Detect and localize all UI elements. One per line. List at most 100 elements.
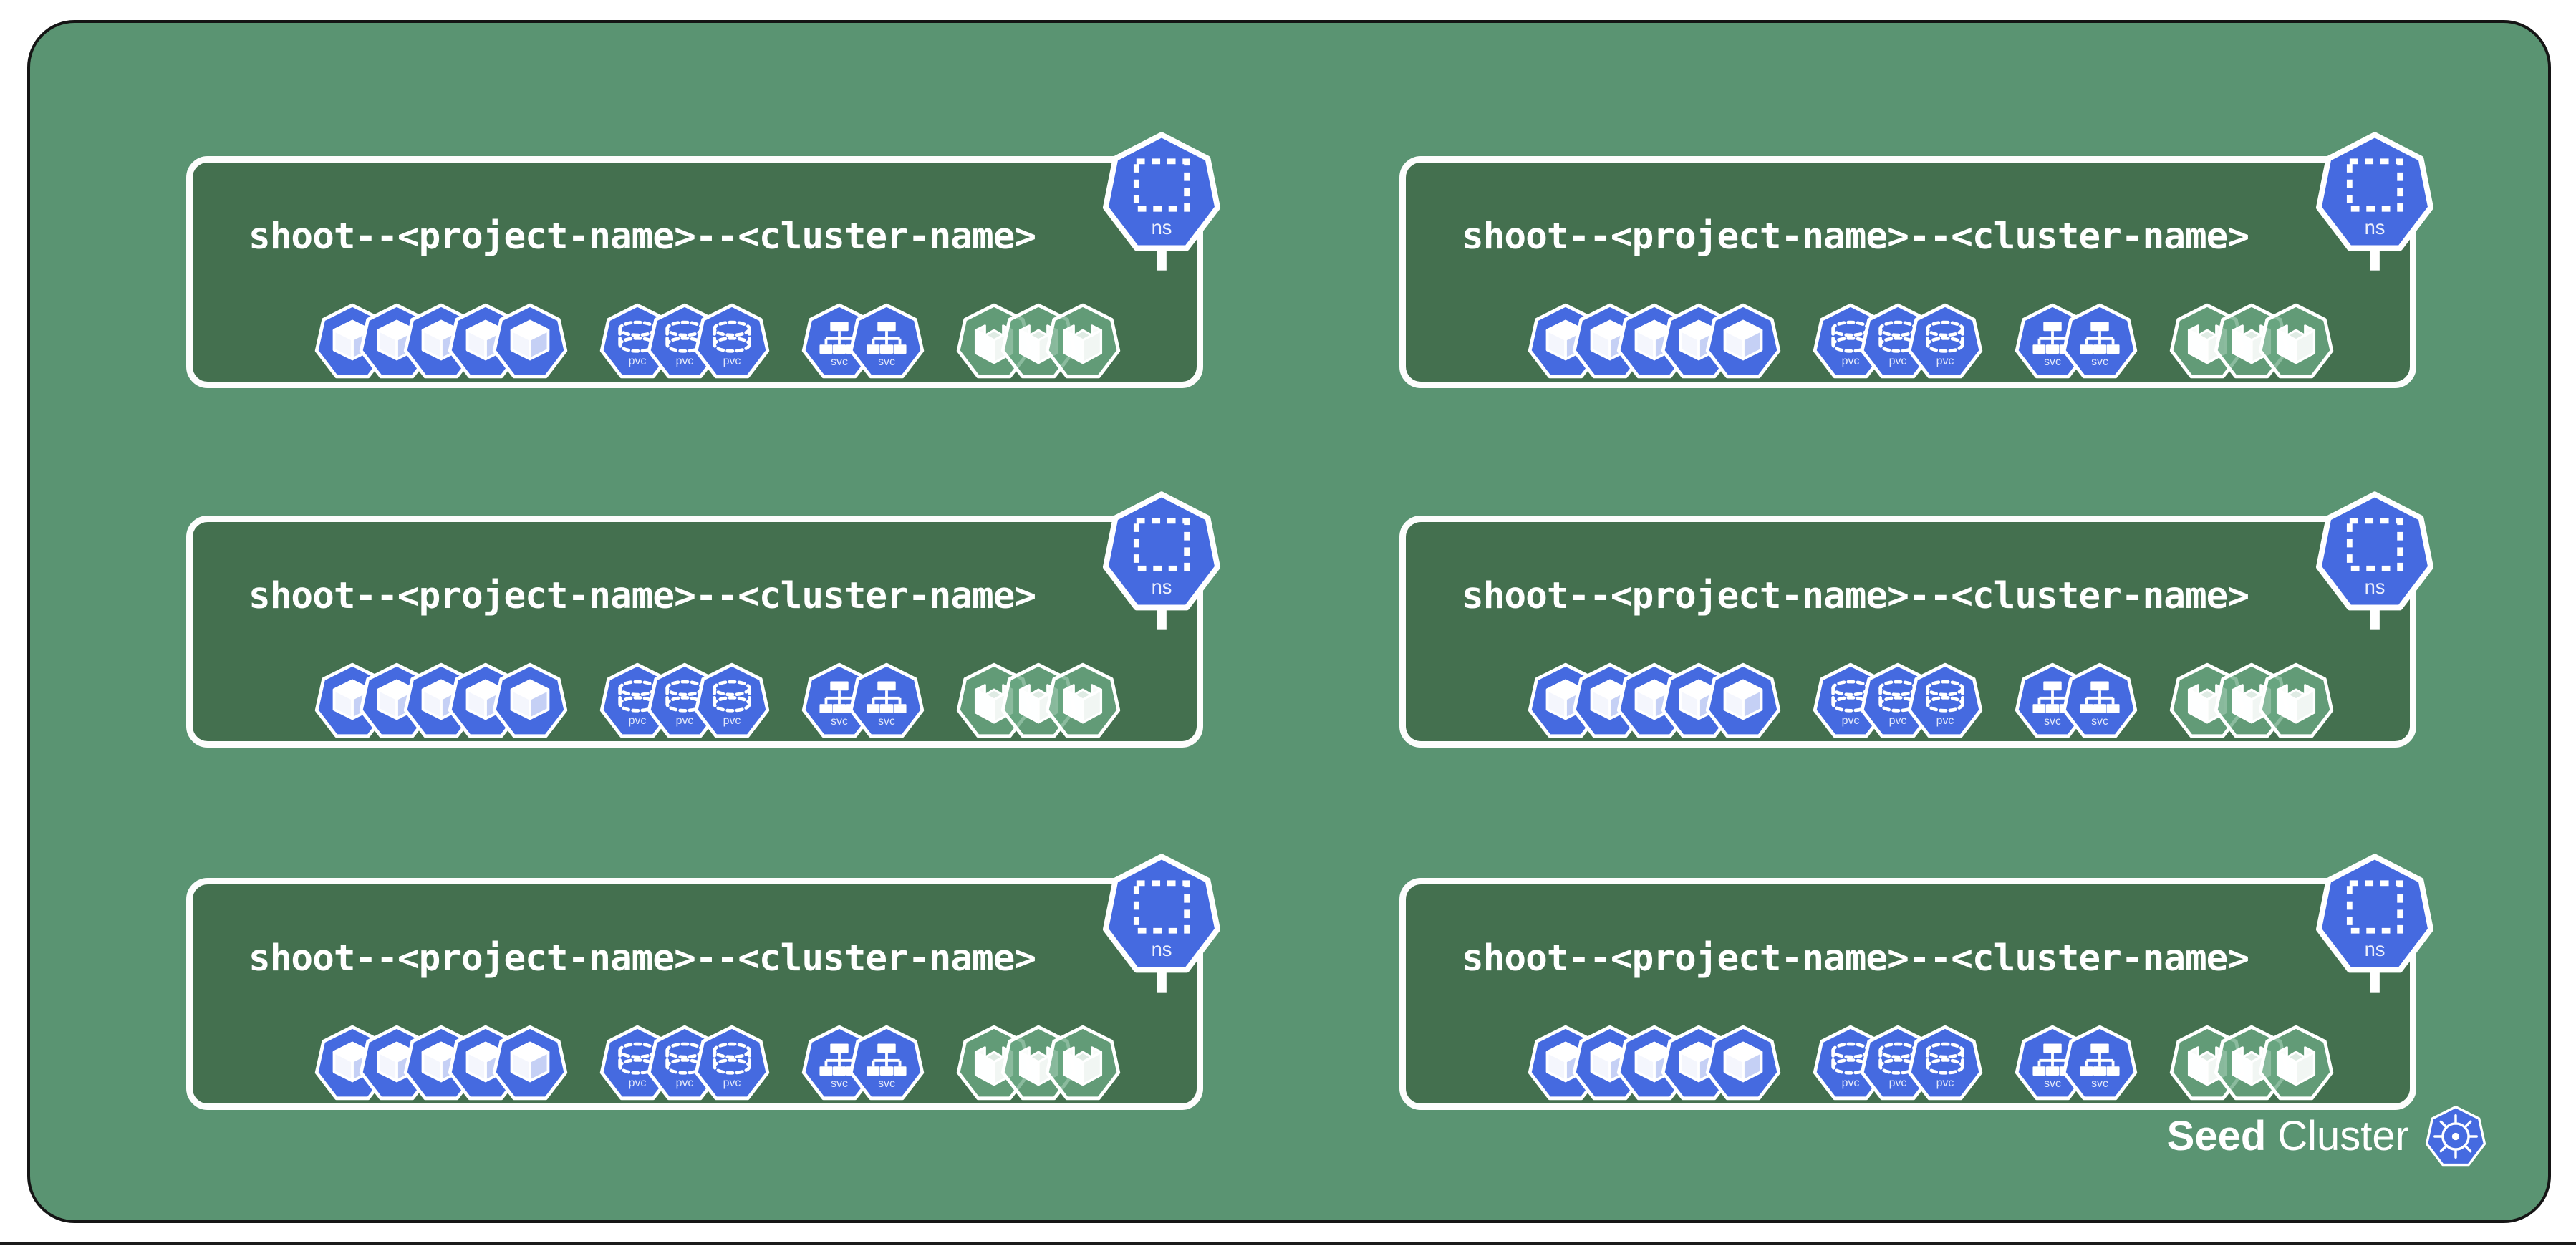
pod-cube-icon	[1705, 303, 1781, 379]
svg-text:pvc: pvc	[1936, 355, 1954, 367]
shoot-box[interactable]: shoot--<project-name>--<cluster-name> pvc…	[186, 878, 1203, 1110]
shoot-name-label: shoot--<project-name>--<cluster-name>	[249, 216, 1036, 258]
resource-group-extension	[956, 1025, 1121, 1101]
shoot-namespace[interactable]: shoot--<project-name>--<cluster-name> pvc…	[1399, 130, 2434, 388]
svg-text:pvc: pvc	[1889, 355, 1907, 367]
svg-text:ns: ns	[1152, 938, 1172, 960]
shoot-name-label: shoot--<project-name>--<cluster-name>	[1462, 216, 2249, 258]
svg-text:pvc: pvc	[1842, 1077, 1860, 1089]
resource-group-svc: svc svc	[2015, 662, 2138, 738]
namespace-badge[interactable]: ns	[2315, 852, 2435, 993]
svg-text:ns: ns	[2365, 576, 2386, 598]
resource-group-svc: svc svc	[801, 303, 925, 379]
shoot-box[interactable]: shoot--<project-name>--<cluster-name> pvc…	[1399, 156, 2416, 388]
namespace-badge[interactable]: ns	[1101, 130, 1222, 271]
shoot-box[interactable]: shoot--<project-name>--<cluster-name> pvc…	[1399, 878, 2416, 1110]
service-tree-icon: svc	[849, 662, 925, 738]
svg-text:pvc: pvc	[1889, 1077, 1907, 1089]
resource-group-pvc: pvc pvc pvc	[1813, 1025, 1983, 1101]
resource-icon-row: pvc pvc pvc svc svc	[314, 662, 1121, 738]
svg-text:pvc: pvc	[629, 355, 647, 367]
svg-text:pvc: pvc	[1842, 355, 1860, 367]
pvc-dashed-cylinder-icon: pvc	[694, 662, 770, 738]
shoot-namespace[interactable]: shoot--<project-name>--<cluster-name> pvc…	[1399, 852, 2434, 1110]
bottom-divider	[0, 1242, 2576, 1245]
pod-cube-icon	[492, 662, 568, 738]
svg-text:svc: svc	[2091, 715, 2108, 728]
resource-group-svc: svc svc	[801, 662, 925, 738]
open-crate-icon	[2258, 662, 2334, 738]
shoot-box[interactable]: shoot--<project-name>--<cluster-name> pvc…	[186, 516, 1203, 748]
pvc-dashed-cylinder-icon: pvc	[1907, 303, 1983, 379]
resource-group-extension	[956, 662, 1121, 738]
namespace-badge[interactable]: ns	[1101, 490, 1222, 630]
svg-text:pvc: pvc	[1936, 715, 1954, 727]
resource-group-pvc: pvc pvc pvc	[1813, 303, 1983, 379]
svg-text:ns: ns	[1152, 576, 1172, 598]
resource-icon-row: pvc pvc pvc svc svc	[1528, 1025, 2334, 1101]
cluster-label: Cluster	[2277, 1113, 2409, 1159]
shoot-name-label: shoot--<project-name>--<cluster-name>	[249, 937, 1036, 980]
namespace-badge[interactable]: ns	[1101, 852, 1222, 993]
pod-cube-icon	[1705, 662, 1781, 738]
svg-text:pvc: pvc	[1936, 1077, 1954, 1089]
pvc-dashed-cylinder-icon: pvc	[1907, 662, 1983, 738]
open-crate-icon	[1045, 662, 1121, 738]
resource-group-pvc: pvc pvc pvc	[599, 662, 770, 738]
svg-text:ns: ns	[1152, 216, 1172, 238]
resource-group-extension	[2169, 303, 2334, 379]
svg-text:pvc: pvc	[676, 715, 694, 727]
service-tree-icon: svc	[849, 303, 925, 379]
resource-group-pod	[1528, 303, 1781, 379]
pod-cube-icon	[1705, 1025, 1781, 1101]
service-tree-icon: svc	[2062, 662, 2138, 738]
svg-text:pvc: pvc	[723, 715, 741, 727]
namespace-badge[interactable]: ns	[2315, 130, 2435, 271]
svg-text:svc: svc	[878, 356, 895, 368]
svg-text:pvc: pvc	[723, 355, 741, 367]
service-tree-icon: svc	[2062, 1025, 2138, 1101]
svg-text:pvc: pvc	[676, 355, 694, 367]
shoot-box[interactable]: shoot--<project-name>--<cluster-name>pvc…	[1399, 516, 2416, 748]
svg-text:pvc: pvc	[629, 715, 647, 727]
shoot-namespace[interactable]: shoot--<project-name>--<cluster-name>pvc…	[1399, 490, 2434, 748]
seed-label: Seed	[2166, 1113, 2267, 1159]
shoot-namespace[interactable]: shoot--<project-name>--<cluster-name> pvc…	[186, 852, 1221, 1110]
seed-cluster-footer: Seed Cluster	[2167, 1106, 2486, 1167]
seed-cluster-panel: shoot--<project-name>--<cluster-name> pvc…	[27, 20, 2551, 1223]
resource-icon-row: pvc pvc pvc svc svc	[314, 303, 1121, 379]
pod-cube-icon	[492, 303, 568, 379]
resource-group-pod	[1528, 1025, 1781, 1101]
svg-text:svc: svc	[2044, 1078, 2061, 1090]
svg-text:svc: svc	[2044, 356, 2061, 368]
pod-cube-icon	[492, 1025, 568, 1101]
shoot-namespace[interactable]: shoot--<project-name>--<cluster-name> pvc…	[186, 490, 1221, 748]
open-crate-icon	[2258, 1025, 2334, 1101]
shoot-namespace-grid: shoot--<project-name>--<cluster-name> pvc…	[30, 23, 2548, 1220]
svg-text:svc: svc	[2091, 1078, 2108, 1090]
svg-text:svc: svc	[2044, 715, 2061, 728]
shoot-box[interactable]: shoot--<project-name>--<cluster-name> pvc…	[186, 156, 1203, 388]
svg-text:svc: svc	[831, 356, 848, 368]
shoot-name-label: shoot--<project-name>--<cluster-name>	[249, 575, 1036, 617]
shoot-name-label: shoot--<project-name>--<cluster-name>	[1462, 937, 2249, 980]
svg-text:ns: ns	[2365, 938, 2386, 960]
svg-text:svc: svc	[831, 1078, 848, 1090]
svg-text:pvc: pvc	[723, 1077, 741, 1089]
shoot-namespace[interactable]: shoot--<project-name>--<cluster-name> pvc…	[186, 130, 1221, 388]
service-tree-icon: svc	[2062, 303, 2138, 379]
namespace-badge[interactable]: ns	[2315, 490, 2435, 630]
open-crate-icon	[1045, 1025, 1121, 1101]
resource-group-pod	[314, 303, 568, 379]
svg-text:svc: svc	[831, 715, 848, 728]
svg-text:svc: svc	[878, 715, 895, 728]
resource-group-svc: svc svc	[2015, 1025, 2138, 1101]
svg-text:pvc: pvc	[1889, 715, 1907, 727]
svg-text:ns: ns	[2365, 216, 2386, 238]
